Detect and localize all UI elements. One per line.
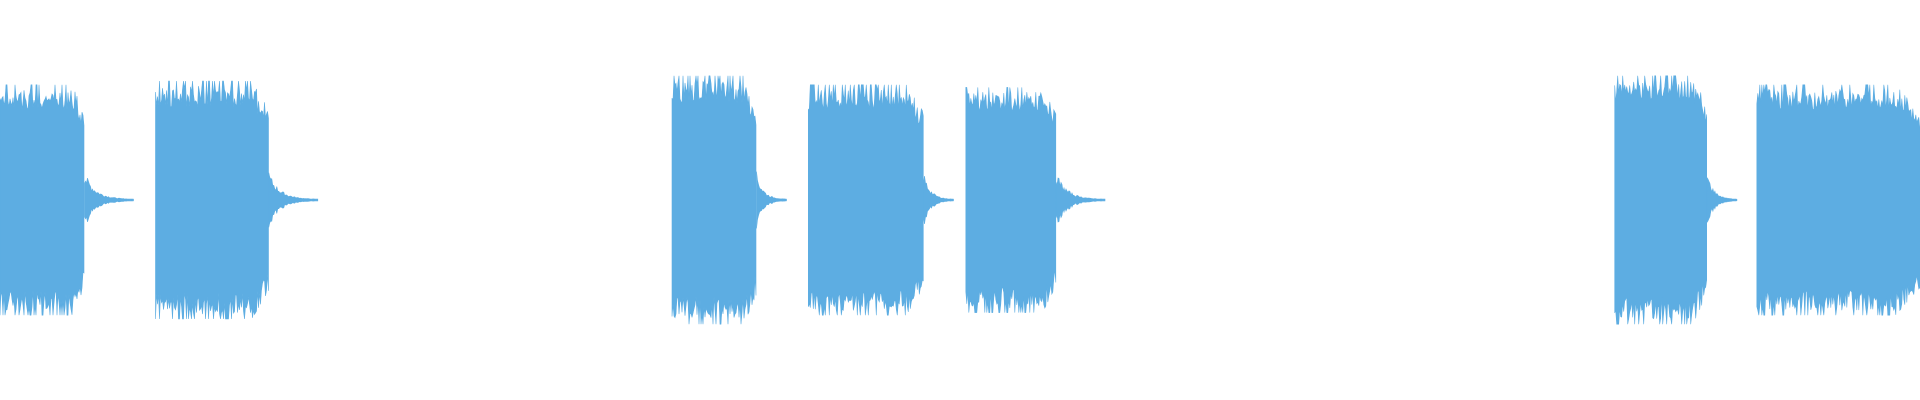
waveform-burst (965, 87, 1057, 313)
waveform-tail (923, 175, 954, 225)
waveform-burst (671, 75, 757, 325)
waveform-tail (756, 171, 787, 229)
waveform-burst (1614, 75, 1707, 325)
waveform-burst (155, 80, 269, 320)
waveform-tail (1706, 176, 1738, 224)
waveform-tail (84, 178, 134, 222)
waveform-tail (1055, 177, 1106, 223)
waveform-burst (808, 84, 924, 316)
waveform-burst (0, 84, 85, 316)
waveform-burst (1756, 84, 1920, 316)
waveform-tail (268, 172, 319, 228)
